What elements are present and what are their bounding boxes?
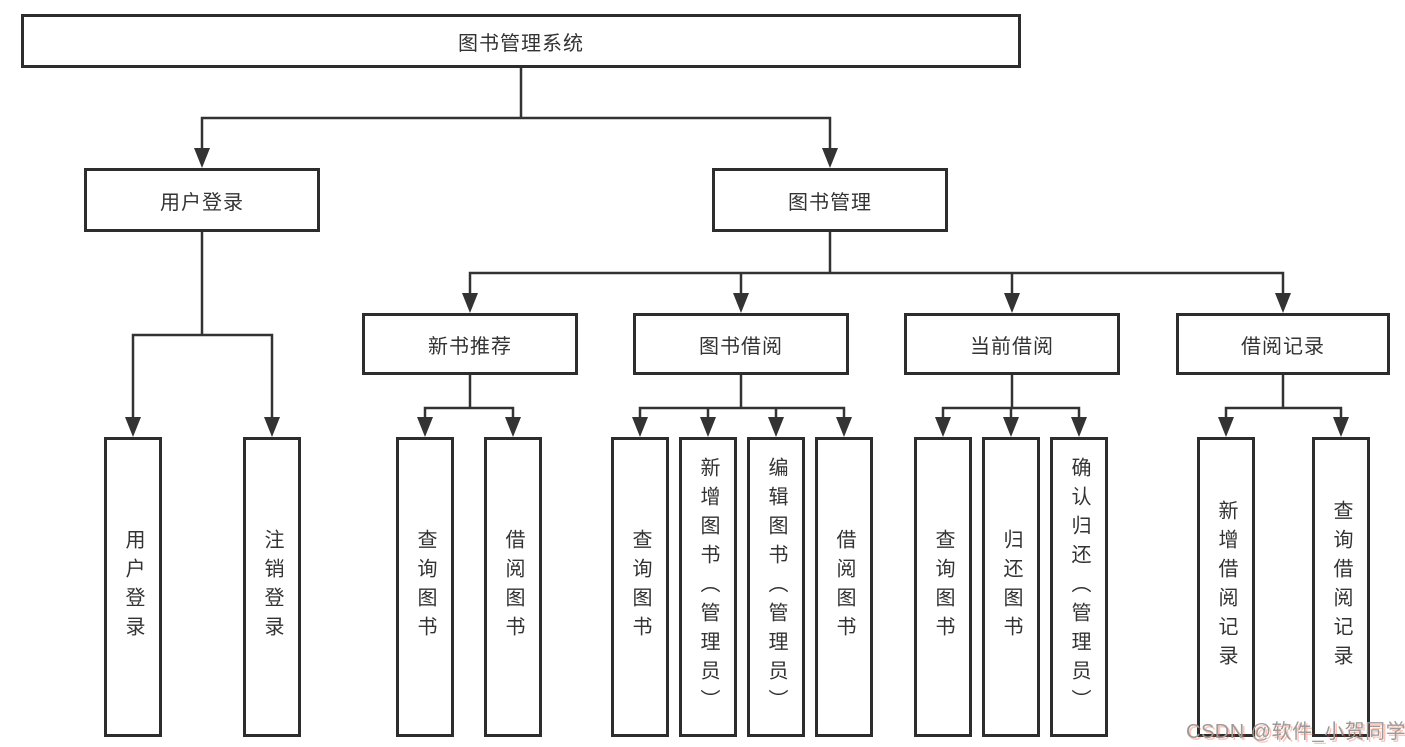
arrow-down-icon bbox=[632, 417, 648, 437]
arrow-down-icon bbox=[1333, 417, 1349, 437]
arrow-down-icon bbox=[935, 417, 951, 437]
connector-book-borrow bbox=[638, 373, 846, 423]
leaf-query-book-borrow: 查询图书 bbox=[611, 437, 669, 737]
leaf-add-borrow-record: 新增借阅记录 bbox=[1197, 437, 1255, 737]
arrow-down-icon bbox=[194, 148, 210, 168]
connector-current-borrow bbox=[941, 373, 1081, 423]
connector-borrow-records bbox=[1224, 373, 1343, 423]
node-current-borrow: 当前借阅 bbox=[904, 313, 1120, 375]
leaf-add-book-admin: 新增图书（管理员） bbox=[679, 437, 737, 737]
arrow-down-icon bbox=[1275, 293, 1291, 313]
arrow-down-icon bbox=[264, 417, 280, 437]
arrow-down-icon bbox=[505, 417, 521, 437]
arrow-down-icon bbox=[733, 293, 749, 313]
arrow-down-icon bbox=[768, 417, 784, 437]
arrow-down-icon bbox=[822, 148, 838, 168]
leaf-return-book: 归还图书 bbox=[982, 437, 1040, 737]
leaf-borrow-book-recommend: 借阅图书 bbox=[484, 437, 542, 737]
leaf-query-book-current: 查询图书 bbox=[914, 437, 972, 737]
arrow-down-icon bbox=[417, 417, 433, 437]
leaf-confirm-return-admin: 确认归还（管理员） bbox=[1050, 437, 1108, 737]
node-new-book-recommend: 新书推荐 bbox=[362, 313, 578, 375]
node-user-login: 用户登录 bbox=[84, 168, 320, 232]
arrow-down-icon bbox=[1071, 417, 1087, 437]
arrow-down-icon bbox=[1218, 417, 1234, 437]
leaf-edit-book-admin: 编辑图书（管理员） bbox=[747, 437, 805, 737]
connector-book-management bbox=[468, 230, 1285, 297]
node-library-management-system: 图书管理系统 bbox=[21, 14, 1021, 68]
leaf-user-login: 用户登录 bbox=[104, 437, 162, 737]
leaf-query-borrow-record: 查询借阅记录 bbox=[1312, 437, 1370, 737]
connector-new-book-recommend bbox=[423, 373, 515, 423]
arrow-down-icon bbox=[700, 417, 716, 437]
leaf-query-book-recommend: 查询图书 bbox=[396, 437, 454, 737]
node-book-management: 图书管理 bbox=[712, 168, 948, 232]
arrow-down-icon bbox=[125, 417, 141, 437]
arrow-down-icon bbox=[1003, 417, 1019, 437]
connector-user-login bbox=[131, 230, 274, 423]
leaf-borrow-book: 借阅图书 bbox=[815, 437, 873, 737]
csdn-watermark: CSDN @软件_小贺同学 bbox=[1186, 721, 1405, 743]
connector-root bbox=[200, 66, 832, 154]
node-book-borrow: 图书借阅 bbox=[633, 313, 849, 375]
arrow-down-icon bbox=[462, 293, 478, 313]
leaf-logout: 注销登录 bbox=[243, 437, 301, 737]
arrow-down-icon bbox=[836, 417, 852, 437]
arrow-down-icon bbox=[1004, 293, 1020, 313]
node-borrow-records: 借阅记录 bbox=[1176, 313, 1390, 375]
